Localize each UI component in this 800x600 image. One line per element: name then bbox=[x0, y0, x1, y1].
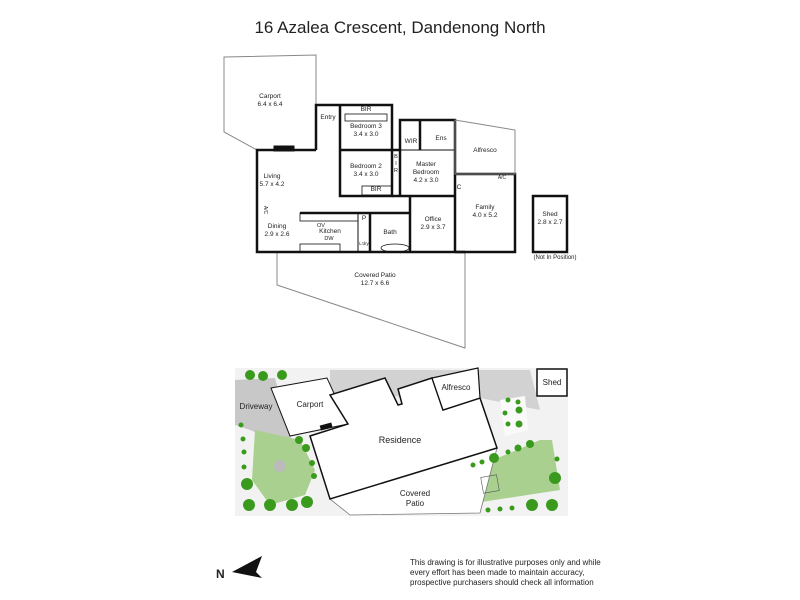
disclaimer-line: This drawing is for illustrative purpose… bbox=[410, 558, 601, 567]
patio-outline bbox=[276, 251, 466, 349]
north-arrow-icon bbox=[232, 556, 262, 578]
alfresco-site bbox=[431, 367, 481, 411]
kitchen-dishwasher: DW bbox=[324, 236, 334, 242]
shed-note: (Not In Position) bbox=[533, 255, 577, 261]
room-bedroom3-bir: BIR bbox=[360, 106, 372, 113]
site-shed: Shed bbox=[542, 378, 562, 387]
disclaimer-line: prospective purchasers should check all … bbox=[410, 578, 594, 587]
linen-cupboard: C bbox=[456, 184, 462, 191]
room-bir-vertical: B I R bbox=[394, 154, 398, 174]
alfresco-outline bbox=[454, 119, 516, 175]
room-wir: WIR bbox=[404, 138, 418, 145]
site-plan bbox=[235, 367, 568, 516]
room-bedroom2-bir: BIR bbox=[370, 186, 382, 193]
trees bbox=[238, 370, 561, 513]
site-residence: Residence bbox=[378, 435, 422, 445]
room-alfresco: Alfresco bbox=[473, 147, 497, 154]
disclaimer-line: every effort has been made to maintain a… bbox=[410, 568, 585, 577]
room-entry: Entry bbox=[320, 114, 336, 121]
room-bath: Bath bbox=[383, 229, 397, 236]
site-driveway: Driveway bbox=[239, 402, 273, 411]
driveway-area bbox=[235, 378, 300, 450]
room-ens: Ens bbox=[435, 135, 447, 142]
site-alfresco: Alfresco bbox=[441, 383, 471, 392]
north-label: N bbox=[216, 567, 225, 581]
living-ac: A/C bbox=[262, 205, 269, 215]
room-pantry: P bbox=[361, 215, 367, 222]
kitchen-oven: OV bbox=[317, 223, 325, 229]
page-title: 16 Azalea Crescent, Dandenong North bbox=[254, 18, 546, 37]
family-ac: A/C bbox=[497, 175, 507, 181]
site-covered-patio: Covered Patio bbox=[399, 489, 431, 508]
lawn-right bbox=[470, 440, 560, 503]
floor-plan bbox=[223, 54, 569, 349]
disclaimer: This drawing is for illustrative purpose… bbox=[410, 558, 601, 588]
shed-site bbox=[536, 368, 568, 397]
site-carport: Carport bbox=[296, 400, 324, 409]
room-kitchen: Kitchen bbox=[319, 228, 341, 235]
room-laundry: L'dry bbox=[359, 241, 369, 246]
